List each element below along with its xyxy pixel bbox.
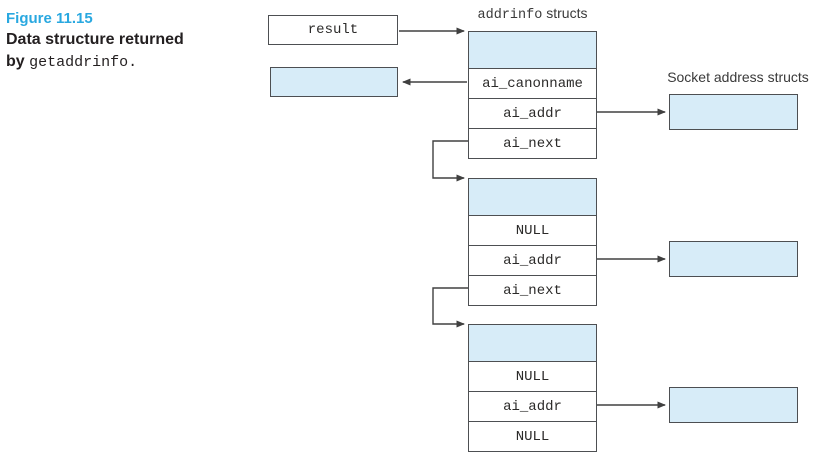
- struct-2-ai-next-cell: ai_next: [469, 275, 596, 305]
- caption-function-name: getaddrinfo.: [29, 54, 138, 71]
- figure-caption: Figure 11.15 Data structure returned by …: [6, 8, 256, 74]
- addrinfo-label-sans: structs: [542, 5, 588, 21]
- struct-1-ai-next-cell: ai_next: [469, 128, 596, 158]
- socket-address-struct-box-3: [669, 387, 798, 423]
- figure-number: Figure 11.15: [6, 10, 93, 27]
- socket-address-struct-box-2: [669, 241, 798, 277]
- struct-1-ai-canonname-cell: ai_canonname: [469, 68, 596, 98]
- struct-3-ai-addr-cell: ai_addr: [469, 391, 596, 421]
- caption-line-1: Data structure returned: [6, 31, 184, 48]
- socket-address-structs-label: Socket address structs: [667, 69, 809, 85]
- struct-2-header-cell: [469, 179, 596, 215]
- struct-2-null-cell: NULL: [469, 215, 596, 245]
- result-pointer-box: result: [268, 15, 398, 45]
- struct-1-header-cell: [469, 32, 596, 68]
- arrow-struct1-ainext-to-struct2: [432, 140, 468, 182]
- caption-line-2: by getaddrinfo.: [6, 51, 256, 74]
- struct-3-null-cell-2: NULL: [469, 421, 596, 451]
- arrow-struct2-ainext-to-struct3: [432, 287, 468, 328]
- addrinfo-label-mono: addrinfo: [477, 8, 543, 23]
- struct-3-header-cell: [469, 325, 596, 361]
- struct-2-ai-addr-cell: ai_addr: [469, 245, 596, 275]
- addrinfo-struct-1: ai_canonname ai_addr ai_next: [468, 31, 597, 159]
- caption-by-word: by: [6, 53, 30, 70]
- addrinfo-struct-3: NULL ai_addr NULL: [468, 324, 597, 452]
- struct-1-ai-addr-cell: ai_addr: [469, 98, 596, 128]
- canonical-name-buffer-box: [270, 67, 398, 97]
- struct-3-null-cell: NULL: [469, 361, 596, 391]
- addrinfo-structs-label: addrinfo structs: [468, 5, 597, 23]
- addrinfo-struct-2: NULL ai_addr ai_next: [468, 178, 597, 306]
- socket-address-struct-box-1: [669, 94, 798, 130]
